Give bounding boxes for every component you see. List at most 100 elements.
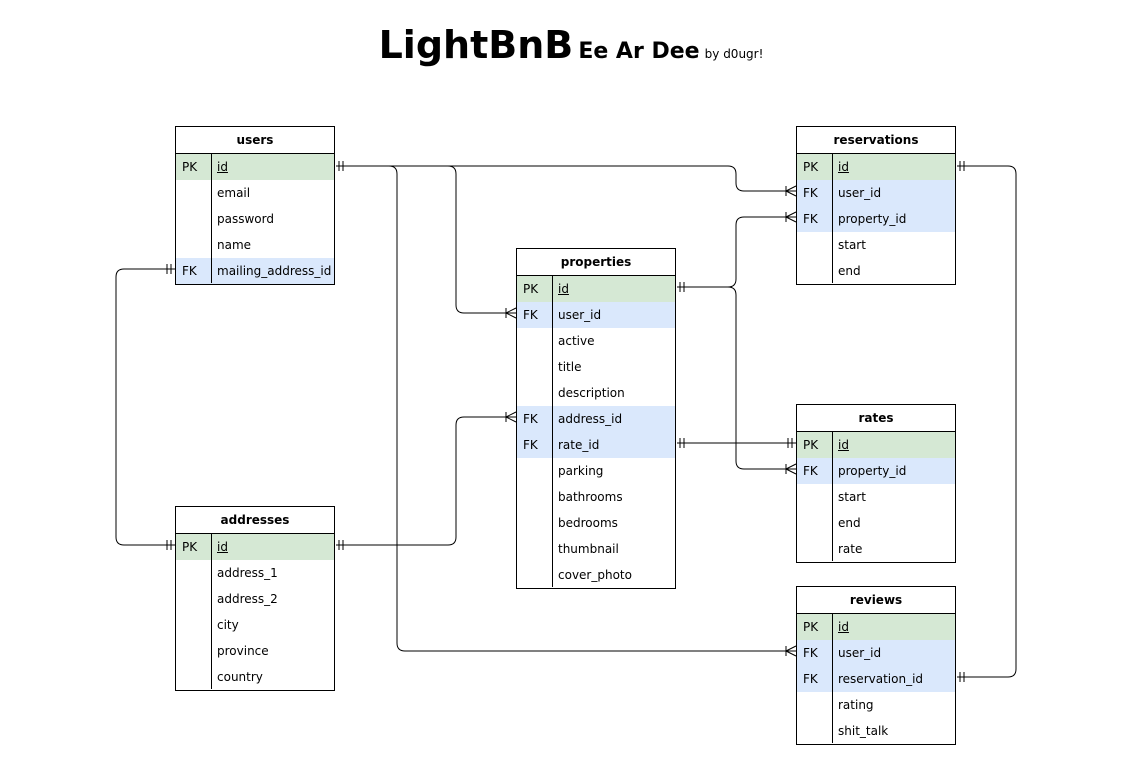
field-cell: address_1	[212, 560, 334, 586]
many-markers	[505, 185, 797, 657]
key-cell	[797, 536, 833, 562]
field-name: end	[838, 264, 861, 278]
rel-properties-reservations	[677, 216, 796, 288]
field-cell: reservation_id	[833, 666, 955, 692]
key-cell: FK	[803, 646, 818, 660]
field-name: parking	[558, 464, 604, 478]
field-cell: country	[212, 664, 334, 690]
field-cell: rating	[833, 692, 955, 718]
field-cell: id	[833, 614, 955, 640]
field-name: rating	[838, 698, 874, 712]
entity-row: end	[797, 510, 955, 536]
entity-title: reviews	[797, 587, 955, 614]
entity-row: rate	[797, 536, 955, 562]
field-cell: province	[212, 638, 334, 664]
entity-row: start	[797, 232, 955, 258]
field-name: password	[217, 212, 274, 226]
one-markers	[166, 161, 965, 682]
entity-row: end	[797, 258, 955, 284]
key-cell	[517, 562, 553, 588]
field-name: id	[838, 620, 849, 634]
entity-row: bathrooms	[517, 484, 675, 510]
field-name: city	[217, 618, 239, 632]
key-cell	[176, 206, 212, 232]
key-cell	[517, 354, 553, 380]
key-cell	[517, 458, 553, 484]
key-cell: PK	[182, 160, 198, 174]
field-cell: end	[833, 510, 955, 536]
column-divider	[552, 275, 553, 587]
field-cell: description	[553, 380, 675, 406]
field-name: bedrooms	[558, 516, 618, 530]
field-name: province	[217, 644, 269, 658]
entity-row: cover_photo	[517, 562, 675, 588]
rel-users-properties	[336, 165, 516, 314]
field-cell: rate_id	[553, 432, 675, 458]
entity-title: rates	[797, 405, 955, 432]
rel-reservations-reviews	[957, 165, 1017, 678]
field-cell: bathrooms	[553, 484, 675, 510]
column-divider	[211, 153, 212, 283]
key-cell: FK	[803, 186, 818, 200]
field-cell: address_id	[553, 406, 675, 432]
entity-row: rating	[797, 692, 955, 718]
field-cell: active	[553, 328, 675, 354]
rel-properties-rates	[677, 286, 796, 470]
field-cell: cover_photo	[553, 562, 675, 588]
column-divider	[832, 431, 833, 561]
key-cell	[176, 232, 212, 258]
entity-row: country	[176, 664, 334, 690]
field-cell: email	[212, 180, 334, 206]
field-cell: id	[833, 432, 955, 458]
rel-addresses-users	[115, 268, 175, 546]
field-cell: bedrooms	[553, 510, 675, 536]
field-name: start	[838, 238, 866, 252]
field-name: cover_photo	[558, 568, 632, 582]
field-cell: user_id	[553, 302, 675, 328]
key-cell: FK	[803, 464, 818, 478]
entity-row: PK id	[797, 614, 955, 640]
key-cell: PK	[182, 540, 198, 554]
field-name: address_2	[217, 592, 278, 606]
key-cell	[176, 180, 212, 206]
field-name: id	[558, 282, 569, 296]
key-cell: FK	[182, 264, 197, 278]
key-cell: PK	[523, 282, 539, 296]
field-cell: name	[212, 232, 334, 258]
field-name: email	[217, 186, 251, 200]
field-cell: parking	[553, 458, 675, 484]
field-cell: end	[833, 258, 955, 284]
title-sub: Ee Ar Dee	[578, 39, 700, 64]
key-cell: PK	[803, 620, 819, 634]
key-cell	[797, 510, 833, 536]
field-cell: user_id	[833, 180, 955, 206]
field-name: rate	[838, 542, 863, 556]
key-cell	[517, 484, 553, 510]
field-cell: id	[212, 534, 334, 560]
field-cell: thumbnail	[553, 536, 675, 562]
field-name: active	[558, 334, 595, 348]
entity-row: title	[517, 354, 675, 380]
key-cell: FK	[803, 672, 818, 686]
rel-users-reservations	[336, 165, 796, 192]
entity-row: email	[176, 180, 334, 206]
column-divider	[211, 533, 212, 689]
rel-users-reviews	[336, 165, 796, 652]
key-cell	[797, 484, 833, 510]
field-name: address_id	[558, 412, 623, 426]
key-cell: PK	[803, 160, 819, 174]
field-name: bathrooms	[558, 490, 623, 504]
column-divider	[832, 613, 833, 743]
title-byline: by d0ugr!	[704, 47, 764, 61]
rel-addresses-properties	[336, 416, 516, 546]
field-cell: title	[553, 354, 675, 380]
